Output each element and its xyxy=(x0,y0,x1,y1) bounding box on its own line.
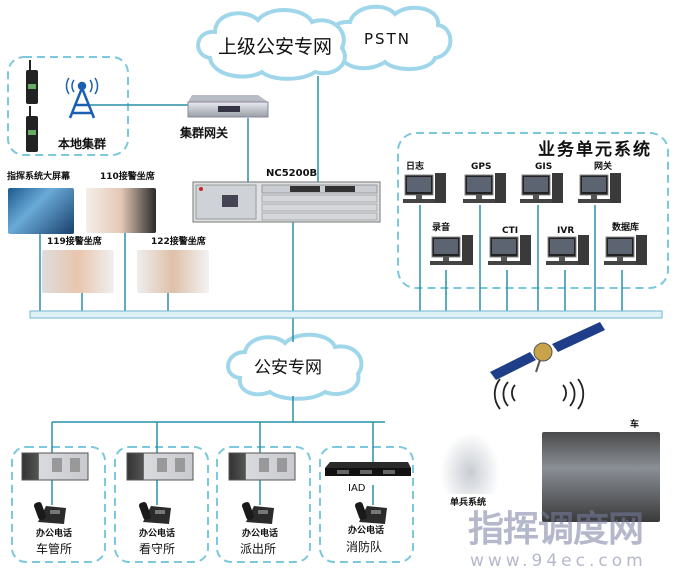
gateway-chassis-icon xyxy=(126,452,194,481)
seat-110-label: 110接警坐席 xyxy=(100,172,155,182)
business-units-box xyxy=(397,132,669,289)
site-phone-label: 办公电话 xyxy=(139,529,176,539)
nc5200b-label: NC5200B xyxy=(266,168,318,179)
big-screen-label: 指挥系统大屏幕 xyxy=(7,172,71,182)
cloud-pstn xyxy=(325,4,453,72)
vehicle-label: 车 xyxy=(630,420,640,430)
radio-icon xyxy=(26,60,38,104)
command-vehicle-photo xyxy=(542,432,660,522)
trunking-group-box xyxy=(7,56,129,156)
computer-icon xyxy=(546,235,589,265)
unit-label: CTI xyxy=(502,226,519,236)
watermark-url: www.94ec.com xyxy=(470,551,647,571)
antenna-tower-icon xyxy=(65,77,99,119)
unit-label: IVR xyxy=(557,226,575,236)
computer-icon xyxy=(430,235,473,265)
computer-icon xyxy=(463,173,506,203)
seat-119-label: 119接警坐席 xyxy=(47,237,102,247)
seat-119-photo xyxy=(42,250,114,293)
site-box-3 xyxy=(216,446,311,563)
motorcycle-police-photo xyxy=(440,432,500,494)
unit-label: 数据库 xyxy=(612,223,640,233)
nc5200b-device xyxy=(192,181,381,223)
computer-icon xyxy=(403,173,446,203)
backbone-bus xyxy=(29,310,663,319)
cloud-upper-police-net xyxy=(196,8,347,81)
site-phone-label: 办公电话 xyxy=(36,529,73,539)
watermark-title: 指挥调度网 xyxy=(468,509,644,550)
cloud-label-police-net: 公安专网 xyxy=(254,358,322,378)
big-screen-photo xyxy=(8,188,74,234)
satellite-icon xyxy=(490,322,605,380)
office-phone-icon xyxy=(242,502,274,524)
office-phone-icon xyxy=(139,502,171,524)
site-devices xyxy=(21,452,411,524)
site-box-4 xyxy=(319,446,414,563)
unit-label: GIS xyxy=(535,162,553,172)
site-box-1 xyxy=(11,446,106,563)
trunking-gateway-label: 集群网关 xyxy=(180,126,229,140)
seat-122-label: 122接警坐席 xyxy=(151,237,206,247)
unit-label: GPS xyxy=(471,162,492,172)
computers xyxy=(403,173,647,265)
single-soldier-label: 单兵系统 xyxy=(450,498,487,508)
trunking-gateway-device xyxy=(187,95,269,118)
site-phone-label: 办公电话 xyxy=(242,529,279,539)
gateway-chassis-icon xyxy=(228,452,296,481)
site-name: 派出所 xyxy=(240,542,277,556)
seat-122-photo xyxy=(137,250,209,293)
cloud-label-upper-police-net: 上级公安专网 xyxy=(218,36,333,58)
trunking-group-label: 本地集群 xyxy=(58,137,107,151)
cloud-police-net xyxy=(226,332,364,401)
business-units-title: 业务单元系统 xyxy=(538,140,652,160)
office-phone-icon xyxy=(34,502,66,524)
cloud-label-pstn: PSTN xyxy=(364,30,411,48)
computer-icon xyxy=(578,173,621,203)
site-name: 车管所 xyxy=(36,542,73,556)
unit-label: 录音 xyxy=(432,223,451,233)
office-phone-icon xyxy=(355,502,387,524)
connection-lines xyxy=(39,76,623,505)
seat-110-photo xyxy=(86,188,156,233)
computer-icon xyxy=(488,235,531,265)
signal-waves-icon xyxy=(493,378,585,410)
site-name: 看守所 xyxy=(139,542,176,556)
site-phone-label: 办公电话 xyxy=(348,526,385,536)
gateway-chassis-icon xyxy=(21,452,89,481)
site-box-2 xyxy=(114,446,209,563)
computer-icon xyxy=(604,235,647,265)
site-name: 消防队 xyxy=(346,540,383,554)
unit-label: 网关 xyxy=(594,162,613,172)
iad-device-icon xyxy=(325,462,411,476)
unit-label: 日志 xyxy=(406,162,425,172)
iad-label: IAD xyxy=(348,483,366,494)
radio-icon xyxy=(26,106,38,152)
computer-icon xyxy=(520,173,563,203)
